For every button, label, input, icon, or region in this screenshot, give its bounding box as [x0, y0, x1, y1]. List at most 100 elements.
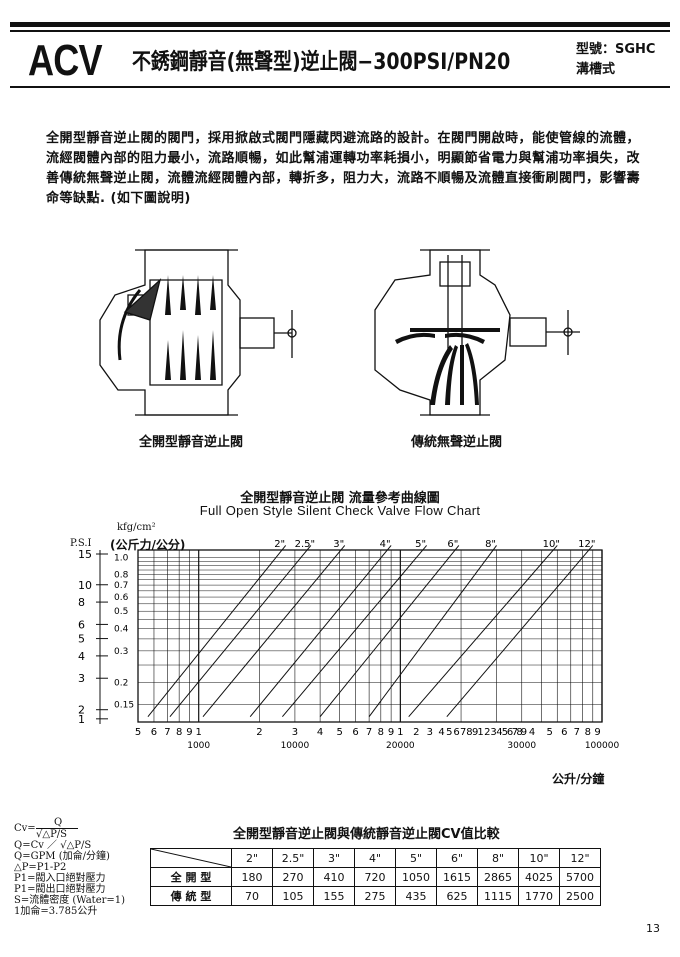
y-tick-label-kgf: 0.6 — [114, 593, 129, 603]
full-open-valve-drawing — [99, 249, 297, 416]
table-cell: 4025 — [518, 867, 560, 887]
traditional-valve-drawing — [374, 249, 580, 416]
x-major-label: 10000 — [281, 741, 310, 751]
x-tick-label: 3 — [292, 727, 298, 738]
x-tick-label: 4 — [496, 727, 502, 738]
caption-traditional-valve: 傳統無聲逆止閥 — [411, 435, 503, 450]
formula-cv-denominator: √△P/S — [36, 829, 68, 840]
table-header-size: 8" — [477, 848, 519, 868]
x-tick-label: 6 — [352, 727, 358, 738]
x-tick-label: 5 — [546, 727, 552, 738]
series-label: 5" — [415, 539, 426, 550]
formula-line-8: 1加侖=3.785公升 — [14, 906, 98, 917]
x-tick-label: 1 — [477, 727, 483, 738]
table-header-size: 2.5" — [272, 848, 314, 868]
x-tick-label: 7 — [512, 727, 518, 738]
brand-logo: ACV — [28, 36, 103, 85]
formula-cv-label: Cv= — [14, 823, 36, 834]
x-major-label: 1000 — [187, 741, 210, 751]
y-tick-label-psi: 15 — [78, 548, 92, 561]
cv-comparison-table: 2" 2.5" 3" 4" 5" 6" 8" 10" 12" 全 開 型 180… — [150, 848, 601, 906]
y-tick-label-psi: 1 — [78, 713, 85, 726]
series-line — [249, 545, 392, 717]
model-type: 溝槽式 — [576, 62, 616, 77]
x-tick-label: 8 — [516, 727, 522, 738]
series-label: 6" — [447, 539, 458, 550]
table-header-size: 3" — [313, 848, 355, 868]
y-tick-label-kgf: 0.7 — [114, 581, 128, 591]
table-row: 傳 統 型 70 105 155 275 435 625 1115 1770 2… — [150, 886, 601, 906]
y-tick-label-kgf: 0.2 — [114, 678, 128, 688]
table-header-size: 4" — [354, 848, 396, 868]
intro-paragraph: 全開型靜音逆止閥的閥門，採用掀啟式閥門隱藏閃避流路的設計。在閥門開啟時，能使管線… — [46, 131, 641, 206]
series-label: 8" — [485, 539, 496, 550]
x-tick-label: 1 — [196, 727, 202, 738]
caption-full-open-valve: 全開型靜音逆止閥 — [139, 435, 244, 450]
series-line — [202, 545, 346, 717]
table-cell: 5700 — [559, 867, 601, 887]
x-major-label: 20000 — [386, 741, 415, 751]
table-cell: 625 — [436, 886, 478, 906]
table-row: 全 開 型 180 270 410 720 1050 1615 2865 402… — [150, 867, 601, 887]
x-tick-label: 9 — [472, 727, 478, 738]
table-header-size: 2" — [231, 848, 273, 868]
x-tick-label: 5 — [336, 727, 342, 738]
x-tick-label: 9 — [594, 727, 600, 738]
formula-line-2: Q=Cv ／ √△P/S — [14, 840, 92, 851]
x-tick-label: 6 — [561, 727, 567, 738]
x-tick-label: 5 — [135, 727, 141, 738]
table-cell: 435 — [395, 886, 437, 906]
x-tick-label: 8 — [176, 727, 182, 738]
table-cell: 70 — [231, 886, 273, 906]
x-tick-label: 5 — [446, 727, 452, 738]
full-open-flow-arrows — [165, 275, 216, 380]
table-header-size: 5" — [395, 848, 437, 868]
series-label: 4" — [380, 539, 391, 550]
table-cell: 270 — [272, 867, 314, 887]
row-label: 傳 統 型 — [150, 886, 232, 906]
x-tick-label: 7 — [460, 727, 466, 738]
formula-line-4: △P=P1-P2 — [14, 862, 67, 873]
x-tick-label: 1 — [397, 727, 403, 738]
x-tick-label: 2 — [484, 727, 490, 738]
table-header-size: 12" — [559, 848, 601, 868]
series-line — [368, 545, 497, 717]
table-cell: 105 — [272, 886, 314, 906]
formula-line-5: P1=閥入口絕對壓力 — [14, 873, 106, 884]
cv-formula: Cv= Q √△P/S Q=Cv ／ √△P/S Q=GPM (加侖/分鐘) △… — [14, 817, 164, 917]
y-tick-label-kgf: 0.4 — [114, 625, 129, 635]
valve-illustrations — [99, 249, 580, 416]
page-number: 13 — [646, 922, 660, 935]
table-cell: 2500 — [559, 886, 601, 906]
table-cell: 180 — [231, 867, 273, 887]
series-line — [446, 545, 594, 718]
table-cell: 1115 — [477, 886, 519, 906]
page-header: ACV 不銹鋼靜音(無聲型)逆止閥−300PSI/PN20 型號：SGHC 溝槽… — [10, 36, 670, 85]
x-tick-label: 4 — [317, 727, 323, 738]
x-tick-label: 8 — [585, 727, 591, 738]
x-tick-label: 7 — [164, 727, 170, 738]
x-tick-label: 6 — [507, 727, 513, 738]
table-header-size: 10" — [518, 848, 560, 868]
x-axis-label: 公升/分鐘 — [552, 772, 605, 786]
y-tick-label-kgf: 0.8 — [114, 571, 129, 581]
table-cell: 1770 — [518, 886, 560, 906]
x-tick-label: 2 — [413, 727, 419, 738]
table-cell: 410 — [313, 867, 355, 887]
formula-line-3: Q=GPM (加侖/分鐘) — [14, 851, 110, 862]
y-tick-label-psi: 2 — [78, 704, 85, 717]
table-header-row: 2" 2.5" 3" 4" 5" 6" 8" 10" 12" — [150, 848, 601, 868]
table-cell: 720 — [354, 867, 396, 887]
table-cell: 2865 — [477, 867, 519, 887]
y-tick-label-kgf: 0.3 — [114, 647, 128, 657]
x-tick-label: 9 — [186, 727, 192, 738]
table-header-size: 6" — [436, 848, 478, 868]
header-rule-mid — [10, 30, 670, 32]
series-label: 12" — [578, 539, 595, 550]
x-tick-label: 6 — [453, 727, 459, 738]
x-tick-label: 4 — [529, 727, 535, 738]
header-rule-bottom — [10, 86, 670, 88]
x-major-label: 30000 — [507, 741, 536, 751]
y-tick-label-kgf: 0.15 — [114, 701, 134, 711]
y-tick-label-kgf: 0.5 — [114, 607, 128, 617]
